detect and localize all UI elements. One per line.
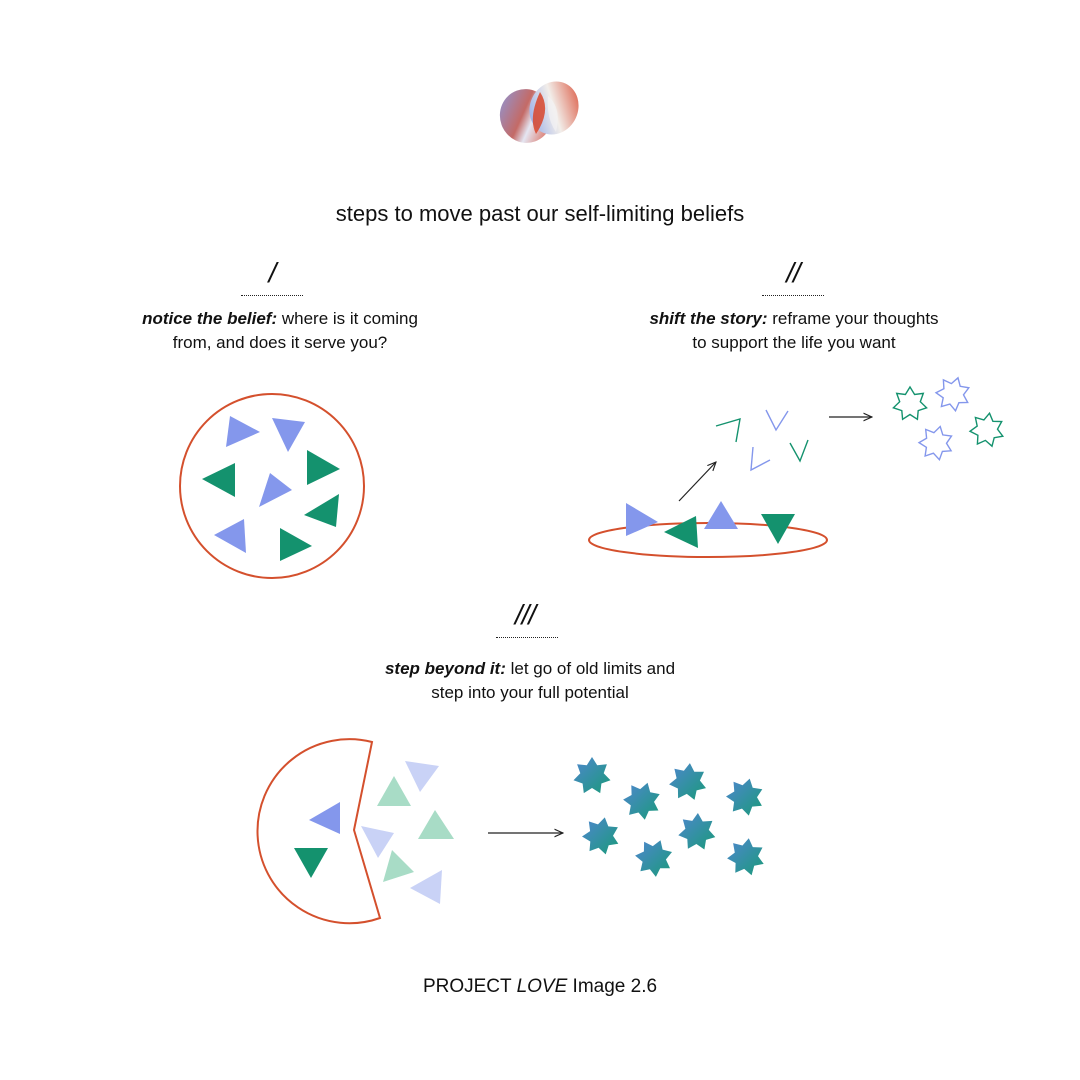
caption-prefix: PROJECT (422, 976, 512, 997)
step-2-divider (762, 295, 824, 296)
caption-brand: LOVE (516, 976, 568, 997)
step-1-divider (241, 295, 303, 296)
triangle-icon (377, 776, 411, 806)
triangle-icon (307, 450, 340, 485)
caption-suffix: Image 2.6 (572, 976, 658, 997)
triangle-icon (410, 870, 442, 904)
star-icon (892, 385, 928, 421)
chevron-icon (789, 439, 809, 463)
triangle-icon (704, 501, 738, 529)
step-2-line1: reframe your thoughts (772, 309, 939, 328)
star-icon (623, 782, 660, 820)
filled-stars (573, 757, 764, 877)
belief-circle (179, 393, 365, 579)
triangle-icon (383, 850, 414, 882)
step-3-line1: let go of old limits and (510, 659, 676, 678)
triangle-icon (761, 514, 795, 544)
step-3-line2: step into your full potential (431, 683, 629, 702)
chevron-icon (715, 418, 741, 443)
triangle-icon (259, 473, 292, 507)
step-beyond-diagram (256, 738, 764, 925)
step-1-line1: where is it coming (281, 309, 418, 328)
star-icon (727, 838, 764, 876)
triangle-icon (202, 463, 235, 497)
logo-blob-icon (499, 81, 579, 143)
triangle-icon (361, 826, 394, 858)
step-1-emphasis: notice the belief: (142, 309, 278, 328)
step-3-text: step beyond it: let go of old limits and… (340, 657, 720, 705)
star-icon (917, 425, 953, 462)
star-icon (582, 817, 619, 855)
chevron-icon (750, 446, 771, 472)
step-1-line2: from, and does it serve you? (172, 333, 388, 352)
figure-caption: PROJECT LOVE Image 2.6 (0, 976, 1080, 998)
triangle-icon (626, 503, 658, 536)
triangle-icon (304, 494, 339, 527)
step-1-text: notice the belief: where is it coming fr… (100, 307, 460, 355)
outline-stars (892, 376, 1005, 462)
triangle-icon (418, 810, 454, 839)
step-3-emphasis: step beyond it: (384, 659, 506, 678)
step-2-line2: to support the life you want (692, 333, 896, 352)
step-3-numeral: /// (514, 599, 536, 630)
step-1-numeral: / (268, 257, 277, 288)
step-3-divider (496, 637, 558, 638)
star-icon (934, 376, 971, 413)
triangle-icon (664, 516, 698, 548)
shift-story-diagram (588, 376, 1005, 558)
broken-circle (256, 738, 382, 925)
star-icon (726, 778, 763, 816)
star-icon (669, 763, 706, 800)
triangle-icon (214, 519, 246, 553)
triangle-icon (309, 802, 340, 834)
page-title: steps to move past our self-limiting bel… (335, 201, 745, 226)
star-icon (968, 411, 1005, 448)
step-2-emphasis: shift the story: (649, 309, 768, 328)
chevron-icon (765, 409, 789, 432)
belief-circle-diagram (179, 393, 365, 579)
star-icon (573, 757, 611, 794)
star-icon (635, 840, 672, 877)
diagonal-arrow-icon (678, 462, 716, 502)
step-2-numeral: // (786, 257, 801, 288)
step-2-text: shift the story: reframe your thoughts t… (604, 307, 984, 355)
triangle-icon (405, 761, 439, 792)
star-icon (678, 813, 716, 850)
triangle-icon (280, 528, 312, 561)
triangle-icon (294, 848, 328, 878)
triangle-icon (272, 418, 305, 452)
triangle-icon (226, 416, 260, 447)
